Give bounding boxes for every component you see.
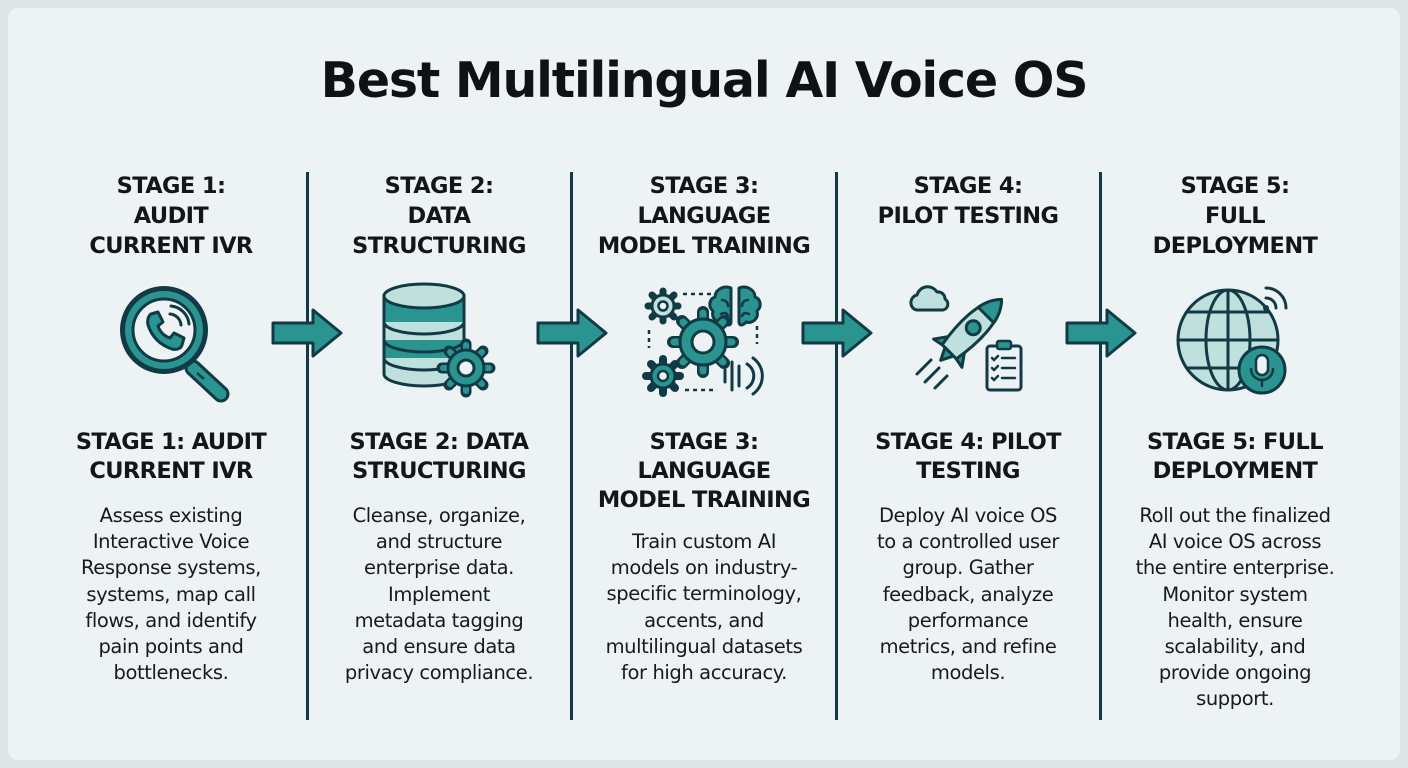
stage-5-description: Roll out the finalized AI voice OS acros… (1135, 504, 1335, 711)
database-gear-icon (382, 282, 496, 398)
divider-4 (1099, 172, 1102, 720)
stage-1-description: Assess existing Interactive Voice Respon… (81, 504, 261, 685)
stage-3-heading: STAGE 3: LANGUAGE MODEL TRAINING (597, 173, 811, 259)
rocket-checklist-icon (909, 285, 1023, 392)
stage-1: STAGE 1: AUDIT CURRENT IVR STAGE 1: AUDI… (46, 0, 296, 768)
divider-3 (835, 172, 838, 720)
divider-2 (570, 172, 573, 720)
arrow-right-icon (271, 308, 343, 358)
stage-4-subheading: STAGE 4: PILOT TESTING (875, 429, 1061, 484)
stage-5-heading: STAGE 5: FULL DEPLOYMENT (1152, 173, 1318, 259)
arrow-right-icon (536, 308, 608, 358)
stage-4: STAGE 4: PILOT TESTING (843, 0, 1093, 768)
arrow-right-icon (1065, 308, 1137, 358)
phone-search-icon (120, 286, 230, 403)
stage-1-subheading: STAGE 1: AUDIT CURRENT IVR (75, 429, 267, 484)
stage-2-heading: STAGE 2: DATA STRUCTURING (352, 173, 526, 259)
stage-2: STAGE 2: DATA STRUCTURING (314, 0, 564, 768)
stage-5: STAGE 5: FULL DEPLOYMENT STAGE 5: FULL (1110, 0, 1360, 768)
stage-1-heading: STAGE 1: AUDIT CURRENT IVR (89, 173, 253, 259)
globe-microphone-icon (1176, 286, 1288, 395)
page-title: Best Multilingual AI Voice OS (320, 52, 1089, 109)
stage-3-subheading: STAGE 3: LANGUAGE MODEL TRAINING (597, 429, 811, 513)
stage-4-heading: STAGE 4: PILOT TESTING (877, 173, 1059, 229)
stage-3: STAGE 3: LANGUAGE MODEL TRAINING (579, 0, 829, 768)
stage-5-subheading: STAGE 5: FULL DEPLOYMENT (1147, 429, 1324, 484)
stage-4-description: Deploy AI voice OS to a controlled user … (876, 504, 1060, 685)
stage-2-description: Cleanse, organize, and structure enterpr… (344, 504, 534, 685)
stage-3-description: Train custom AI models on industry- spec… (605, 530, 803, 685)
gears-brain-icon (642, 285, 764, 397)
arrow-right-icon (801, 308, 873, 358)
divider-1 (306, 172, 309, 720)
infographic-card (8, 8, 1400, 760)
stage-2-subheading: STAGE 2: DATA STRUCTURING (349, 429, 530, 484)
